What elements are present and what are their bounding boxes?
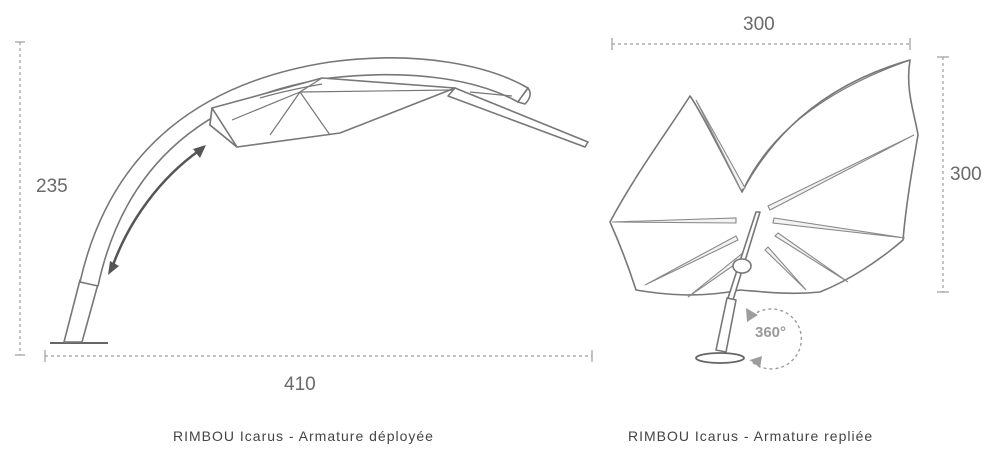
caption-deployed: RIMBOU Icarus - Armature déployée [173, 428, 434, 444]
width-label-left: 410 [284, 374, 316, 395]
base-disc [695, 352, 745, 364]
canopy-rib-extension [447, 87, 589, 148]
rotation-label: 360° [755, 324, 786, 341]
width-dimension-right [611, 38, 911, 50]
caption-folded: RIMBOU Icarus - Armature repliée [628, 428, 874, 444]
canopy-ribs [611, 99, 915, 298]
tilt-arrow [108, 145, 206, 275]
crank-handle [732, 258, 752, 274]
height-dimension-left [15, 41, 25, 356]
rotation-indicator: 360° [746, 308, 803, 370]
canopy-folded [609, 59, 919, 296]
width-dimension-left [44, 350, 593, 362]
pole-foot [63, 279, 99, 343]
height-label-right: 300 [950, 164, 982, 185]
height-dimension-right [937, 56, 949, 293]
height-label-left: 235 [36, 176, 68, 197]
deployed-umbrella-drawing: 235 410 [15, 41, 593, 395]
folded-umbrella-drawing: 360° 300 300 [609, 14, 982, 370]
lower-pole [715, 297, 737, 353]
width-label-right: 300 [743, 14, 775, 35]
